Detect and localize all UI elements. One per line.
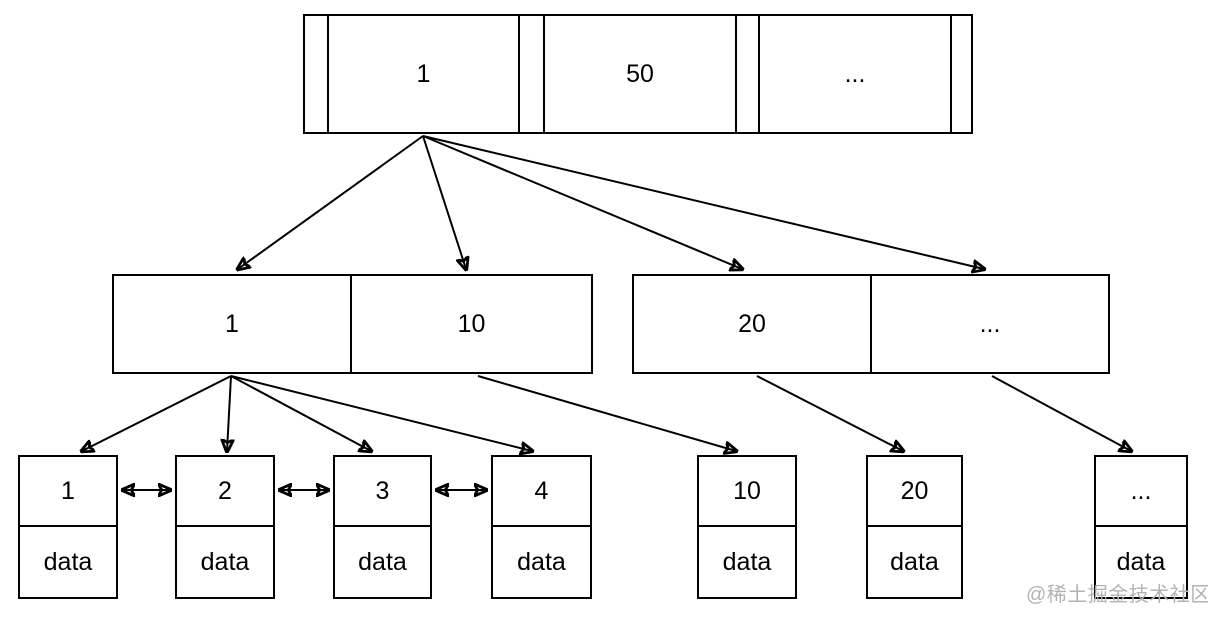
leaf-data-cell: data	[43, 547, 93, 576]
root-node: 1 50 ...	[303, 14, 973, 134]
watermark-text: @稀土掘金技术社区	[1026, 584, 1208, 606]
leaf-key-cell: ...	[1096, 457, 1186, 527]
leaf-node-2: 2 data	[175, 455, 275, 599]
leaf-node-4: 4 data	[491, 455, 592, 599]
edge-internal-right-to-leafdots	[991, 375, 1131, 451]
internal-left-key-cell-1: 10	[457, 309, 486, 338]
leaf-data-cell: data	[890, 547, 939, 576]
leaf-data-cell: data	[1116, 547, 1166, 576]
root-pointer-cell-1	[520, 16, 545, 132]
leaf-node-3: 3 data	[333, 455, 432, 599]
leaf-data-cell: data	[358, 547, 407, 576]
edge-root-to-internal-left-key10	[422, 135, 466, 269]
leaf-node-10: 10 data	[697, 455, 797, 599]
leaf-key-cell: 20	[868, 457, 961, 527]
edge-root-to-internal-right-key20	[422, 135, 742, 269]
leaf-node-1: 1 data	[18, 455, 118, 599]
edge-internal-right-to-leaf20	[756, 375, 903, 451]
root-pointer-cell-3	[952, 16, 971, 132]
leaf-key-cell: 10	[699, 457, 795, 527]
leaf-key-cell: 3	[335, 457, 430, 527]
edge-root-to-internal-left-key1	[238, 135, 424, 269]
leaf-node-dots: ... data	[1094, 455, 1188, 599]
root-pointer-cell-0	[305, 16, 329, 132]
edge-internal-left-to-leaf3	[230, 375, 371, 451]
internal-node-right: 20 ...	[632, 274, 1110, 374]
edge-internal-left-to-leaf10	[477, 375, 736, 451]
leaf-data-cell: data	[517, 547, 566, 576]
leaf-key-cell: 4	[493, 457, 590, 527]
root-key-cell-0: 1	[329, 16, 520, 132]
internal-right-key-cell-1: ...	[979, 309, 1001, 338]
leaf-node-20: 20 data	[866, 455, 963, 599]
leaf-key-cell: 2	[177, 457, 273, 527]
edge-root-to-internal-right-keydots	[422, 135, 984, 269]
root-key-cell-1: 50	[545, 16, 737, 132]
root-key-cell-2: ...	[760, 16, 952, 132]
leaf-data-cell: data	[722, 547, 772, 576]
internal-node-left: 1 10	[112, 274, 593, 374]
internal-left-key-cell-0: 1	[114, 276, 352, 372]
edge-internal-left-to-leaf2	[227, 375, 231, 451]
leaf-key-cell: 1	[20, 457, 116, 527]
edge-internal-left-to-leaf4	[230, 375, 532, 451]
edge-internal-left-to-leaf1	[82, 375, 232, 451]
leaf-data-cell: data	[200, 547, 250, 576]
root-pointer-cell-2	[737, 16, 760, 132]
internal-right-key-cell-0: 20	[634, 276, 872, 372]
